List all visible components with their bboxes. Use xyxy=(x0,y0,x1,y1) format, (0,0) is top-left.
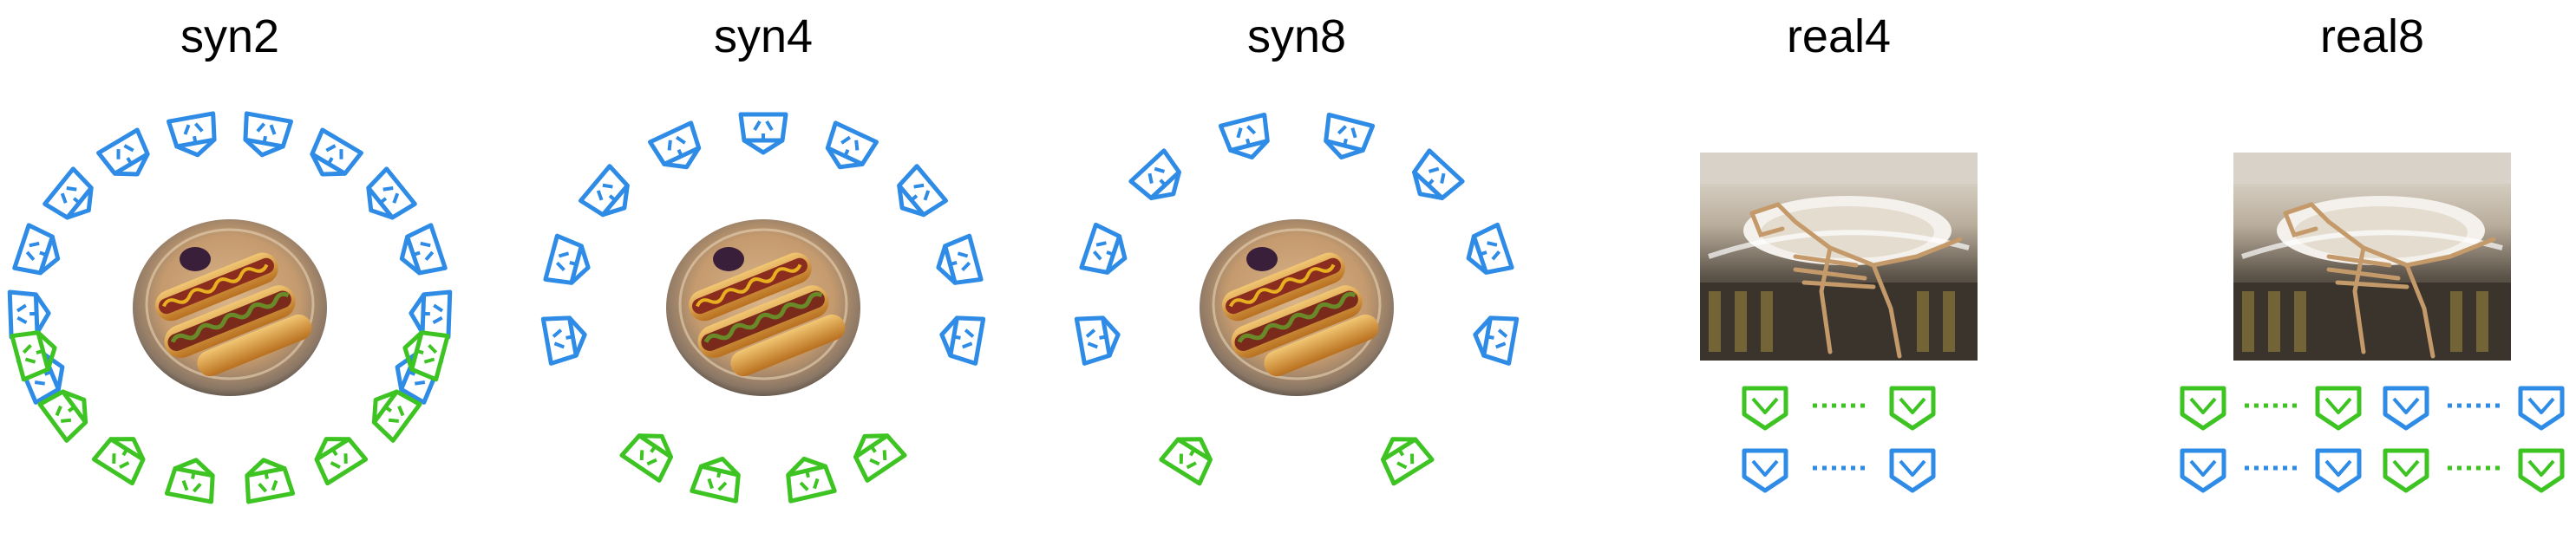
training-camera-icon xyxy=(932,236,981,289)
test-camera-icon xyxy=(2520,451,2562,491)
training-camera-icon xyxy=(820,123,877,177)
training-camera-icon xyxy=(580,166,638,225)
test-camera-icon xyxy=(1161,427,1219,484)
training-camera-icon xyxy=(651,123,708,177)
training-camera-icon xyxy=(1461,224,1512,279)
panel-syn4: syn4 xyxy=(543,10,983,501)
test-camera-icon xyxy=(1374,427,1432,484)
training-camera-icon xyxy=(2520,388,2562,428)
panel-title: syn2 xyxy=(180,10,279,62)
training-camera-icon xyxy=(168,114,219,159)
test-camera-icon xyxy=(782,454,835,502)
trex-atrium-image xyxy=(2233,153,2511,361)
test-camera-icon xyxy=(1892,388,1933,428)
test-camera-icon xyxy=(846,424,905,481)
training-camera-icon xyxy=(1076,312,1121,363)
test-camera-icon xyxy=(94,427,152,484)
hotdog-plate-image xyxy=(666,219,860,396)
training-camera-icon xyxy=(410,290,450,337)
panel-title: real8 xyxy=(2320,10,2424,62)
panel-syn8: syn8 xyxy=(1076,10,1516,484)
training-camera-icon xyxy=(2385,388,2427,428)
test-camera-icon xyxy=(692,454,745,502)
test-camera-icon xyxy=(2318,388,2359,428)
panel-real8: real8 xyxy=(2182,10,2562,491)
training-camera-icon xyxy=(741,114,786,153)
panel-syn2: syn2 xyxy=(10,10,450,502)
training-camera-icon xyxy=(1403,151,1462,210)
test-camera-icon xyxy=(1744,388,1786,428)
training-camera-icon xyxy=(356,169,415,228)
training-camera-icon xyxy=(2318,451,2359,491)
training-camera-icon xyxy=(45,169,103,228)
test-camera-icon xyxy=(167,456,218,502)
panel-title: syn8 xyxy=(1247,10,1346,62)
hotdog-plate-image xyxy=(1200,219,1394,396)
test-camera-icon xyxy=(307,427,365,484)
training-camera-icon xyxy=(15,225,65,280)
training-camera-icon xyxy=(1220,114,1273,162)
training-camera-icon xyxy=(395,225,445,280)
training-camera-icon xyxy=(1082,224,1132,279)
training-camera-icon xyxy=(1319,114,1372,162)
training-camera-icon xyxy=(99,130,157,185)
test-camera-icon xyxy=(2182,388,2224,428)
test-camera-icon xyxy=(622,424,681,481)
panel-title: real4 xyxy=(1787,10,1891,62)
training-camera-icon xyxy=(543,312,588,363)
training-camera-icon xyxy=(2182,451,2224,491)
training-camera-icon xyxy=(938,312,983,363)
training-camera-icon xyxy=(1471,312,1516,363)
training-camera-icon xyxy=(887,166,945,225)
trex-atrium-image xyxy=(1700,153,1978,361)
training-camera-icon xyxy=(10,290,49,337)
hotdog-plate-image xyxy=(133,219,327,396)
test-camera-icon xyxy=(2385,451,2427,491)
training-camera-icon xyxy=(1892,451,1933,491)
training-camera-icon xyxy=(546,236,594,289)
panel-title: syn4 xyxy=(714,10,813,62)
panel-real4: real4 xyxy=(1700,10,1978,491)
training-camera-icon xyxy=(1131,151,1190,210)
training-camera-icon xyxy=(303,130,361,185)
test-camera-icon xyxy=(241,456,292,502)
training-camera-icon xyxy=(240,114,291,159)
training-camera-icon xyxy=(1744,451,1786,491)
